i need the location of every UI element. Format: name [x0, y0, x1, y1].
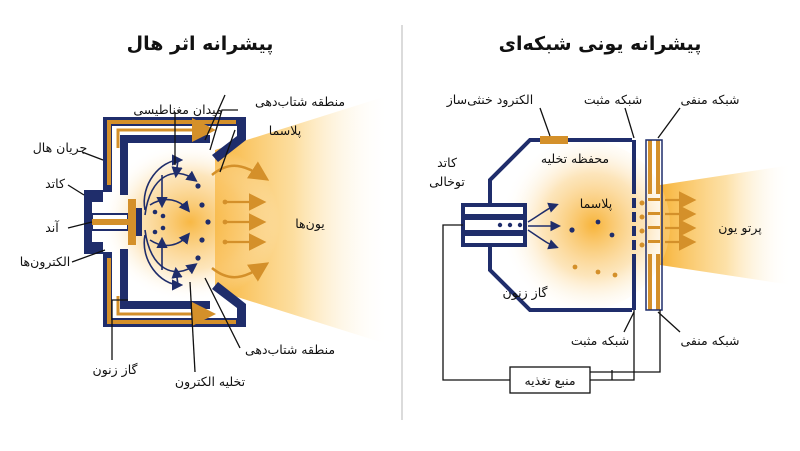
- hollow-cathode: [461, 203, 527, 247]
- neutralizer-electrode: [540, 136, 568, 144]
- label-hall-current: جریان هال: [33, 140, 88, 156]
- label-hollow-cathode-line2: توخالی: [429, 174, 465, 190]
- positive-grid: [632, 140, 636, 310]
- label-anode: آند: [45, 220, 59, 235]
- label-xenon-gas-right: گاز زنون: [503, 285, 548, 301]
- label-electrons: الکترون‌ها: [20, 254, 70, 270]
- label-acceleration-zone-top: منطقه شتاب‌دهی: [255, 94, 345, 109]
- plasma-particles: [569, 219, 615, 238]
- hall-plume: [215, 95, 390, 345]
- hall-glow: [100, 142, 280, 302]
- label-positive-grid-bottom: شبکه مثبت: [571, 333, 629, 348]
- label-electron-discharge: تخلیه الکترون: [175, 374, 246, 390]
- label-plasma-right: پلاسما: [580, 196, 613, 211]
- label-power-supply: منبع تغذیه: [524, 373, 575, 388]
- left-title: پیشرانه اثر هال: [127, 33, 274, 55]
- label-discharge-chamber: محفظه تخلیه: [541, 151, 609, 166]
- discharge-chamber-wall: [488, 138, 632, 312]
- power-supply-circuit: [442, 224, 661, 381]
- ion-arrows: [225, 193, 267, 251]
- label-plasma: پلاسما: [269, 123, 302, 138]
- label-positive-grid-top: شبکه مثبت: [584, 92, 642, 107]
- hall-thruster: پیشرانه اثر هال: [20, 33, 390, 390]
- chamber-glow: [500, 140, 670, 310]
- label-acceleration-zone-bottom: منطقه شتاب‌دهی: [245, 342, 335, 357]
- ion-beam-arrows: [665, 191, 697, 251]
- electron-dots: [152, 183, 211, 261]
- label-hollow-cathode-line1: کاتد: [437, 155, 457, 170]
- label-neutralizer-electrode: الکترود خنثی‌ساز: [446, 92, 533, 108]
- label-negative-grid-top: شبکه منفی: [680, 92, 739, 107]
- label-cathode: کاتد: [45, 176, 65, 191]
- label-ion-beam: پرتو یون: [718, 220, 762, 236]
- label-xenon-gas: گاز زنون: [93, 362, 138, 378]
- power-supply-box: [509, 366, 591, 394]
- negative-grid: [648, 140, 660, 310]
- label-negative-grid-bottom: شبکه منفی: [680, 333, 739, 348]
- label-ions: یون‌ها: [295, 216, 325, 232]
- gridded-ion-thruster: پیشرانه یونی شبکه‌ای: [429, 33, 792, 394]
- right-title: پیشرانه یونی شبکه‌ای: [499, 33, 702, 55]
- label-magnetic-field: میدان مغناطیسی: [133, 102, 222, 117]
